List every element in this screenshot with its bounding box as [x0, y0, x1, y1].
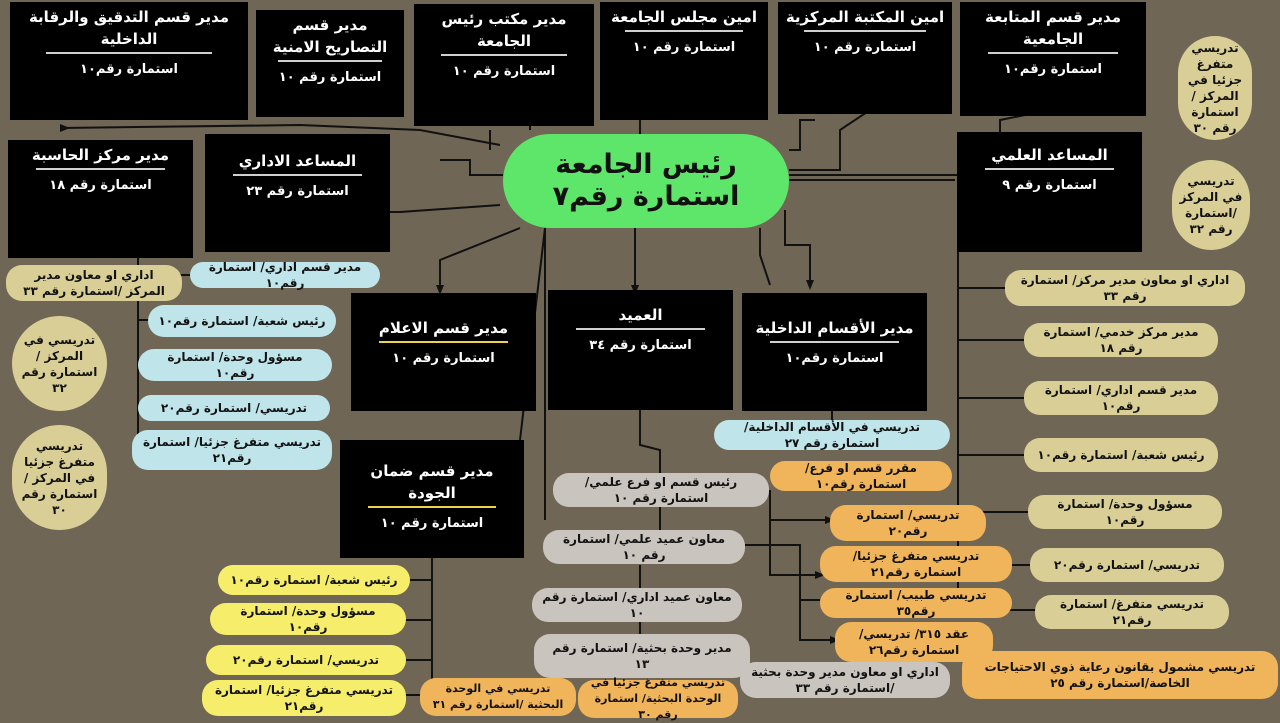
title-underline	[575, 328, 706, 330]
list-item: تدريسي في المركز /استمارة رقم ٣٢	[1172, 160, 1250, 250]
council-secretary-box: امين مجلس الجامعة استمارة رقم ١٠	[600, 2, 768, 120]
media-manager-title: مدير قسم الاعلام	[378, 319, 509, 337]
title-underline	[804, 30, 926, 32]
list-item: مسؤول وحدة/ استمارة رقم١٠	[1028, 495, 1222, 529]
president-title: رئيس الجامعة	[555, 149, 737, 180]
dean-title: العميد	[618, 306, 663, 324]
list-item: تدريسي في المركز /استمارة رقم ٣٢	[12, 316, 107, 411]
president-office-box: مدير مكتب رئيس الجامعة استمارة رقم ١٠	[414, 4, 594, 126]
president-form: استمارة رقم٧	[552, 181, 740, 212]
title-underline	[769, 341, 900, 343]
list-item: معاون عميد علمي/ استمارة رقم ١٠	[543, 530, 745, 564]
title-underline	[35, 168, 166, 170]
list-item: مقرر قسم او فرع/ استمارة رقم١٠	[770, 461, 952, 491]
library-secretary-form: استمارة رقم ١٠	[813, 40, 917, 55]
list-item: مسؤول وحدة/ استمارة رقم١٠	[138, 349, 332, 381]
media-manager-box: مدير قسم الاعلام استمارة رقم ١٠	[351, 293, 536, 411]
list-item: تدريسي طبيب/ استمارة رقم٣٥	[820, 588, 1012, 618]
audit-manager-box: مدير قسم التدقيق والرقابة الداخلية استما…	[10, 2, 248, 120]
scientific-assistant-form: استمارة رقم ٩	[1002, 178, 1097, 193]
list-item: تدريسي/ استمارة رقم٢٠	[1030, 548, 1224, 582]
list-item: تدريسي متفرغ جزئيا في المركز /استمارة رق…	[12, 425, 107, 530]
internal-sections-title: مدير الأقسام الداخلية	[755, 319, 914, 337]
security-permits-title: مدير قسم التصاريح الامنية	[272, 16, 388, 56]
computer-center-form: استمارة رقم ١٨	[49, 178, 152, 193]
audit-manager-title: مدير قسم التدقيق والرقابة الداخلية	[28, 8, 230, 48]
list-item: اداري او معاون مدير المركز /استمارة رقم …	[6, 265, 182, 301]
quality-manager-form: استمارة رقم ١٠	[380, 516, 484, 531]
list-item: تدريسي في الأقسام الداخلية/ استمارة رقم …	[714, 420, 950, 450]
list-item: تدريسي متفرغ جزئيا/ استمارة رقم٢١	[132, 430, 332, 470]
admin-assistant-title: المساعد الاداري	[238, 152, 357, 170]
list-item: مدير قسم اداري/ استمارة رقم١٠	[190, 260, 380, 290]
media-manager-form: استمارة رقم ١٠	[392, 351, 495, 366]
list-item: تدريسي متفرغ جزئيا في المركز /استمارة رق…	[1178, 36, 1252, 140]
security-permits-box: مدير قسم التصاريح الامنية استمارة رقم ١٠	[256, 10, 404, 117]
dean-form: استمارة رقم ٣٤	[589, 338, 692, 353]
list-item: تدريسي/ استمارة رقم٢٠	[830, 505, 986, 541]
council-secretary-title: امين مجلس الجامعة	[611, 8, 757, 26]
list-item: تدريسي متفرغ جزئيا/ استمارة رقم٢١	[820, 546, 1012, 582]
list-item: تدريسي في الوحدة البحثية /استمارة رقم ٣١	[420, 678, 576, 716]
followup-manager-form: استمارة رقم١٠	[1004, 62, 1102, 77]
title-underline	[625, 30, 743, 32]
security-permits-form: استمارة رقم ١٠	[278, 70, 382, 85]
title-underline	[278, 60, 382, 62]
university-president-node: رئيس الجامعة استمارة رقم٧	[503, 134, 789, 228]
internal-sections-box: مدير الأقسام الداخلية استمارة رقم١٠	[742, 293, 927, 411]
title-underline	[984, 168, 1115, 170]
list-item: تدريسي متفرغ/ استمارة رقم٢١	[1035, 595, 1229, 629]
computer-center-box: مدير مركز الحاسبة استمارة رقم ١٨	[8, 140, 193, 258]
dean-box: العميد استمارة رقم ٣٤	[548, 290, 733, 410]
title-underline	[987, 52, 1119, 54]
council-secretary-form: استمارة رقم ١٠	[632, 40, 736, 55]
list-item: معاون عميد اداري/ استمارة رقم ١٠	[532, 588, 742, 622]
followup-manager-box: مدير قسم المتابعة الجامعية استمارة رقم١٠	[960, 2, 1146, 116]
president-office-title: مدير مكتب رئيس الجامعة	[441, 10, 567, 50]
title-underline	[378, 341, 509, 343]
library-secretary-title: امين المكتبة المركزية	[785, 8, 945, 26]
list-item: تدريسي متفرغ جزئيا/ استمارة رقم٢١	[202, 680, 406, 716]
president-office-form: استمارة رقم ١٠	[452, 64, 556, 79]
list-item: رئيس شعبة/ استمارة رقم١٠	[1024, 438, 1218, 472]
list-item: مسؤول وحدة/ استمارة رقم١٠	[210, 603, 406, 635]
followup-manager-title: مدير قسم المتابعة الجامعية	[985, 8, 1121, 48]
internal-sections-form: استمارة رقم١٠	[785, 351, 884, 366]
title-underline	[45, 52, 213, 54]
list-item: اداري او معاون مدير مركز/ استمارة رقم ٣٣	[1005, 270, 1245, 306]
title-underline	[441, 54, 567, 56]
quality-manager-title: مدير قسم ضمان الجودة	[370, 462, 494, 502]
list-item: تدريسي متفرغ جزئيا في الوحدة البحثية/ اس…	[578, 676, 738, 721]
list-item: مدير مركز خدمي/ استمارة رقم ١٨	[1024, 323, 1218, 357]
list-item: مدير وحدة بحثية/ استمارة رقم ١٣	[534, 634, 750, 678]
title-underline	[232, 174, 363, 176]
list-item: تدريسي/ استمارة رقم٢٠	[138, 395, 330, 421]
admin-assistant-box: المساعد الاداري استمارة رقم ٢٣	[205, 134, 390, 252]
list-item: مدير قسم اداري/ استمارة رقم١٠	[1024, 381, 1218, 415]
list-item: رئيس شعبة/ استمارة رقم١٠	[148, 305, 336, 337]
computer-center-title: مدير مركز الحاسبة	[31, 146, 170, 164]
quality-manager-box: مدير قسم ضمان الجودة استمارة رقم ١٠	[340, 440, 524, 558]
scientific-assistant-box: المساعد العلمي استمارة رقم ٩	[957, 132, 1142, 252]
title-underline	[367, 506, 497, 508]
scientific-assistant-title: المساعد العلمي	[991, 146, 1108, 164]
list-item: رئيس قسم او فرع علمي/ استمارة رقم ١٠	[553, 473, 769, 507]
list-item: تدريسي مشمول بقانون رعاية ذوي الاحتياجات…	[962, 651, 1278, 699]
list-item: اداري او معاون مدير وحدة بحثية /استمارة …	[740, 662, 950, 698]
admin-assistant-form: استمارة رقم ٢٣	[246, 184, 349, 199]
audit-manager-form: استمارة رقم١٠	[80, 62, 178, 77]
list-item: رئيس شعبة/ استمارة رقم١٠	[218, 565, 410, 595]
library-secretary-box: امين المكتبة المركزية استمارة رقم ١٠	[778, 2, 952, 114]
list-item: تدريسي/ استمارة رقم٢٠	[206, 645, 406, 675]
